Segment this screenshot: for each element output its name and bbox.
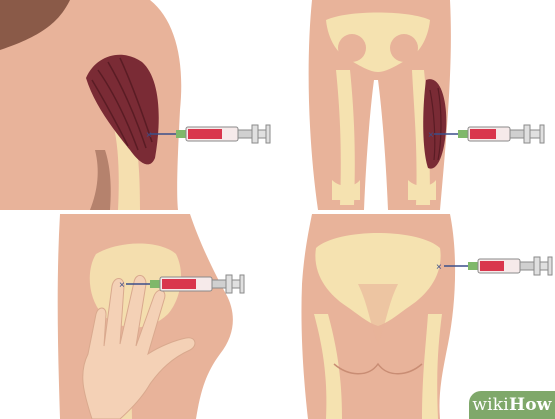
shoulder-injection-panel: × <box>0 0 274 210</box>
shoulder-illustration: × <box>0 0 274 210</box>
buttock-injection-panel: × <box>278 214 555 419</box>
hip-illustration: × <box>0 214 274 419</box>
buttock-illustration: × <box>278 214 555 419</box>
svg-text:×: × <box>428 130 434 141</box>
svg-text:×: × <box>119 280 125 291</box>
watermark-how-text: How <box>509 395 552 415</box>
thigh-injection-panel: × <box>278 0 555 210</box>
svg-text:×: × <box>146 130 152 141</box>
hip-injection-panel: × <box>0 214 274 419</box>
watermark-wiki-text: wiki <box>472 395 509 415</box>
thigh-illustration: × <box>278 0 555 210</box>
svg-text:×: × <box>436 262 442 273</box>
